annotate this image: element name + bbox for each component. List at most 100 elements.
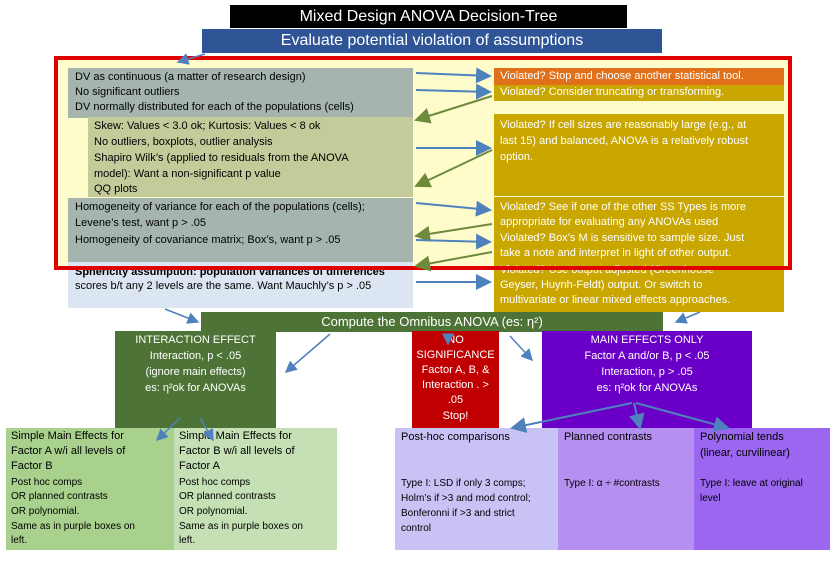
sme-b-line-8: left. (179, 535, 196, 546)
posthoc-line-2: Holm’s if >3 and mod control; (401, 493, 531, 504)
polynomial-title-1: Polynomial tends (700, 431, 784, 443)
dv-line-3: DV normally distributed for each of the … (75, 101, 354, 113)
violation-variance-line-4: take a note and interpret in light of ot… (500, 247, 732, 259)
sme-a-line-4: Post hoc comps (11, 477, 83, 488)
variance-line-2: Levene’s test, want p > .05 (75, 217, 206, 229)
variance-block: Homogeneity of variance for each of the … (68, 198, 413, 262)
arrow-omnibus-interaction (284, 333, 331, 373)
nosig-line-6: Stop! (442, 410, 469, 422)
variance-line-1: Homogeneity of variance for each of the … (75, 201, 365, 213)
arrow-left-to-omnibus (164, 308, 200, 324)
nosig-line-5: .05 (447, 394, 464, 406)
posthoc-line-4: control (401, 523, 432, 534)
interaction-line-1: INTERACTION EFFECT (135, 334, 256, 346)
planned-line-1: Type I: α ÷ #contrasts (564, 478, 660, 489)
sme-b-line-2: Factor B w/i all levels of (179, 445, 295, 457)
polynomial-box: Polynomial tends (linear, curvilinear) T… (694, 428, 830, 550)
arrow-variance-back (414, 223, 493, 242)
violation-sphericity-line-2: Geyser, Huynh-Feldt) output. Or switch t… (500, 279, 703, 291)
violation-sphericity-line-3: multivariate or linear mixed effects app… (500, 294, 731, 306)
nosig-line-3: Factor A, B, & (421, 364, 490, 376)
violation-stop-text: Violated? Stop and choose another statis… (500, 70, 744, 82)
dv-assumptions-block: DV as continuous (a matter of research d… (68, 68, 413, 118)
arrow-right-to-omnibus (674, 311, 701, 324)
variance-line-3: Homogeneity of covariance matrix; Box’s,… (75, 234, 341, 246)
sme-b-line-3: Factor A (179, 460, 220, 472)
main-line-2: Factor A and/or B, p < .05 (584, 350, 710, 362)
arrow-truncate-back (414, 95, 493, 124)
title-bar: Mixed Design ANOVA Decision-Tree (230, 5, 627, 28)
interaction-line-2: Interaction, p < .05 (149, 350, 242, 362)
violation-variance-line-3: Violated? Box’s M is sensitive to sample… (500, 232, 745, 244)
violation-normality-line-1: Violated? If cell sizes are reasonably l… (500, 119, 747, 131)
omnibus-text: Compute the Omnibus ANOVA (es: η²) (321, 314, 543, 329)
main-line-1: MAIN EFFECTS ONLY (590, 334, 704, 346)
violation-stop: Violated? Stop and choose another statis… (494, 68, 784, 85)
arrow-to-variance (415, 200, 492, 217)
arrow-interaction-sme-a (155, 417, 181, 442)
arrow-to-truncate (415, 83, 492, 100)
simple-main-effects-a: Simple Main Effects for Factor A w/i all… (6, 428, 174, 550)
violation-normality: Violated? If cell sizes are reasonably l… (494, 114, 784, 196)
sme-b-line-7: Same as in purple boxes on (179, 521, 303, 532)
arrow-to-box (415, 233, 492, 250)
sme-a-line-2: Factor A w/i all levels of (11, 445, 126, 457)
sme-a-line-8: left. (11, 535, 28, 546)
polynomial-title-2: (linear, curvilinear) (700, 447, 790, 459)
main-line-3: Interaction, p > .05 (601, 366, 693, 378)
main-line-4: es: η²ok for ANOVAs (596, 382, 698, 394)
nosig-line-4: Interaction . > (422, 379, 489, 391)
diagram-title: Mixed Design ANOVA Decision-Tree (299, 8, 558, 25)
simple-main-effects-b: Simple Main Effects for Factor B w/i all… (174, 428, 337, 550)
dv-line-1: DV as continuous (a matter of research d… (75, 71, 306, 83)
arrow-omnibus-main (509, 335, 534, 362)
polynomial-line-1: Type I: leave at original (700, 478, 803, 489)
sme-a-line-1: Simple Main Effects for (11, 430, 124, 442)
normality-line-2: No outliers, boxplots, outlier analysis (94, 136, 273, 148)
violation-variance: Violated? See if one of the other SS Typ… (494, 197, 784, 264)
normality-line-4: model): Want a non-significant p value (94, 168, 281, 180)
main-effects-box: MAIN EFFECTS ONLY Factor A and/or B, p <… (542, 331, 752, 429)
normality-line-5: QQ plots (94, 183, 138, 195)
violation-variance-line-1: Violated? See if one of the other SS Typ… (500, 201, 747, 213)
assumptions-header: Evaluate potential violation of assumpti… (202, 29, 662, 53)
posthoc-box: Post-hoc comparisons Type I: LSD if only… (395, 428, 558, 550)
nosig-line-2: SIGNIFICANCE (416, 349, 495, 361)
arrow-main-polynomial (635, 402, 730, 433)
planned-title: Planned contrasts (564, 431, 653, 443)
dv-line-2: No significant outliers (75, 86, 180, 98)
arrow-main-posthoc (510, 402, 633, 433)
arrow-header-left (176, 53, 206, 65)
normality-line-1: Skew: Values < 3.0 ok; Kurtosis: Values … (94, 120, 321, 132)
violation-normality-line-2: last 15) and balanced, ANOVA is a relati… (500, 135, 749, 147)
omnibus-bar: Compute the Omnibus ANOVA (es: η²) (201, 312, 663, 332)
normality-block: Skew: Values < 3.0 ok; Kurtosis: Values … (88, 117, 413, 197)
interaction-line-3: (ignore main effects) (145, 366, 246, 378)
posthoc-line-1: Type I: LSD if only 3 comps; (401, 478, 526, 489)
arrow-box-back (414, 251, 493, 272)
sme-b-line-6: OR polynomial. (179, 506, 248, 517)
arrow-main-planned (628, 402, 645, 430)
arrow-normality-back (414, 149, 493, 188)
sme-a-line-7: Same as in purple boxes on (11, 521, 135, 532)
sme-a-line-6: OR polynomial. (11, 506, 80, 517)
sme-a-line-3: Factor B (11, 460, 53, 472)
assumptions-header-text: Evaluate potential violation of assumpti… (280, 32, 584, 49)
violation-truncate: Violated? Consider truncating or transfo… (494, 85, 784, 101)
sme-b-line-5: OR planned contrasts (179, 491, 276, 502)
planned-contrasts-box: Planned contrasts Type I: α ÷ #contrasts (558, 428, 694, 550)
violation-normality-line-3: option. (500, 151, 534, 163)
sphericity-line-2: scores b/t any 2 levels are the same. Wa… (75, 280, 372, 292)
violation-variance-line-2: appropriate for evaluating any ANOVAs us… (500, 216, 719, 228)
sme-b-line-4: Post hoc comps (179, 477, 251, 488)
normality-line-3: Shapiro Wilk’s (applied to residuals fro… (94, 152, 349, 164)
arrow-to-stop (415, 67, 492, 84)
posthoc-line-3: Bonferonni if >3 and strict (401, 508, 515, 519)
arrow-interaction-sme-b (199, 417, 214, 442)
sme-a-line-5: OR planned contrasts (11, 491, 108, 502)
interaction-line-4: es: η²ok for ANOVAs (145, 382, 246, 394)
polynomial-line-2: level (700, 493, 721, 504)
posthoc-title: Post-hoc comparisons (401, 431, 510, 443)
violation-truncate-text: Violated? Consider truncating or transfo… (500, 86, 725, 98)
